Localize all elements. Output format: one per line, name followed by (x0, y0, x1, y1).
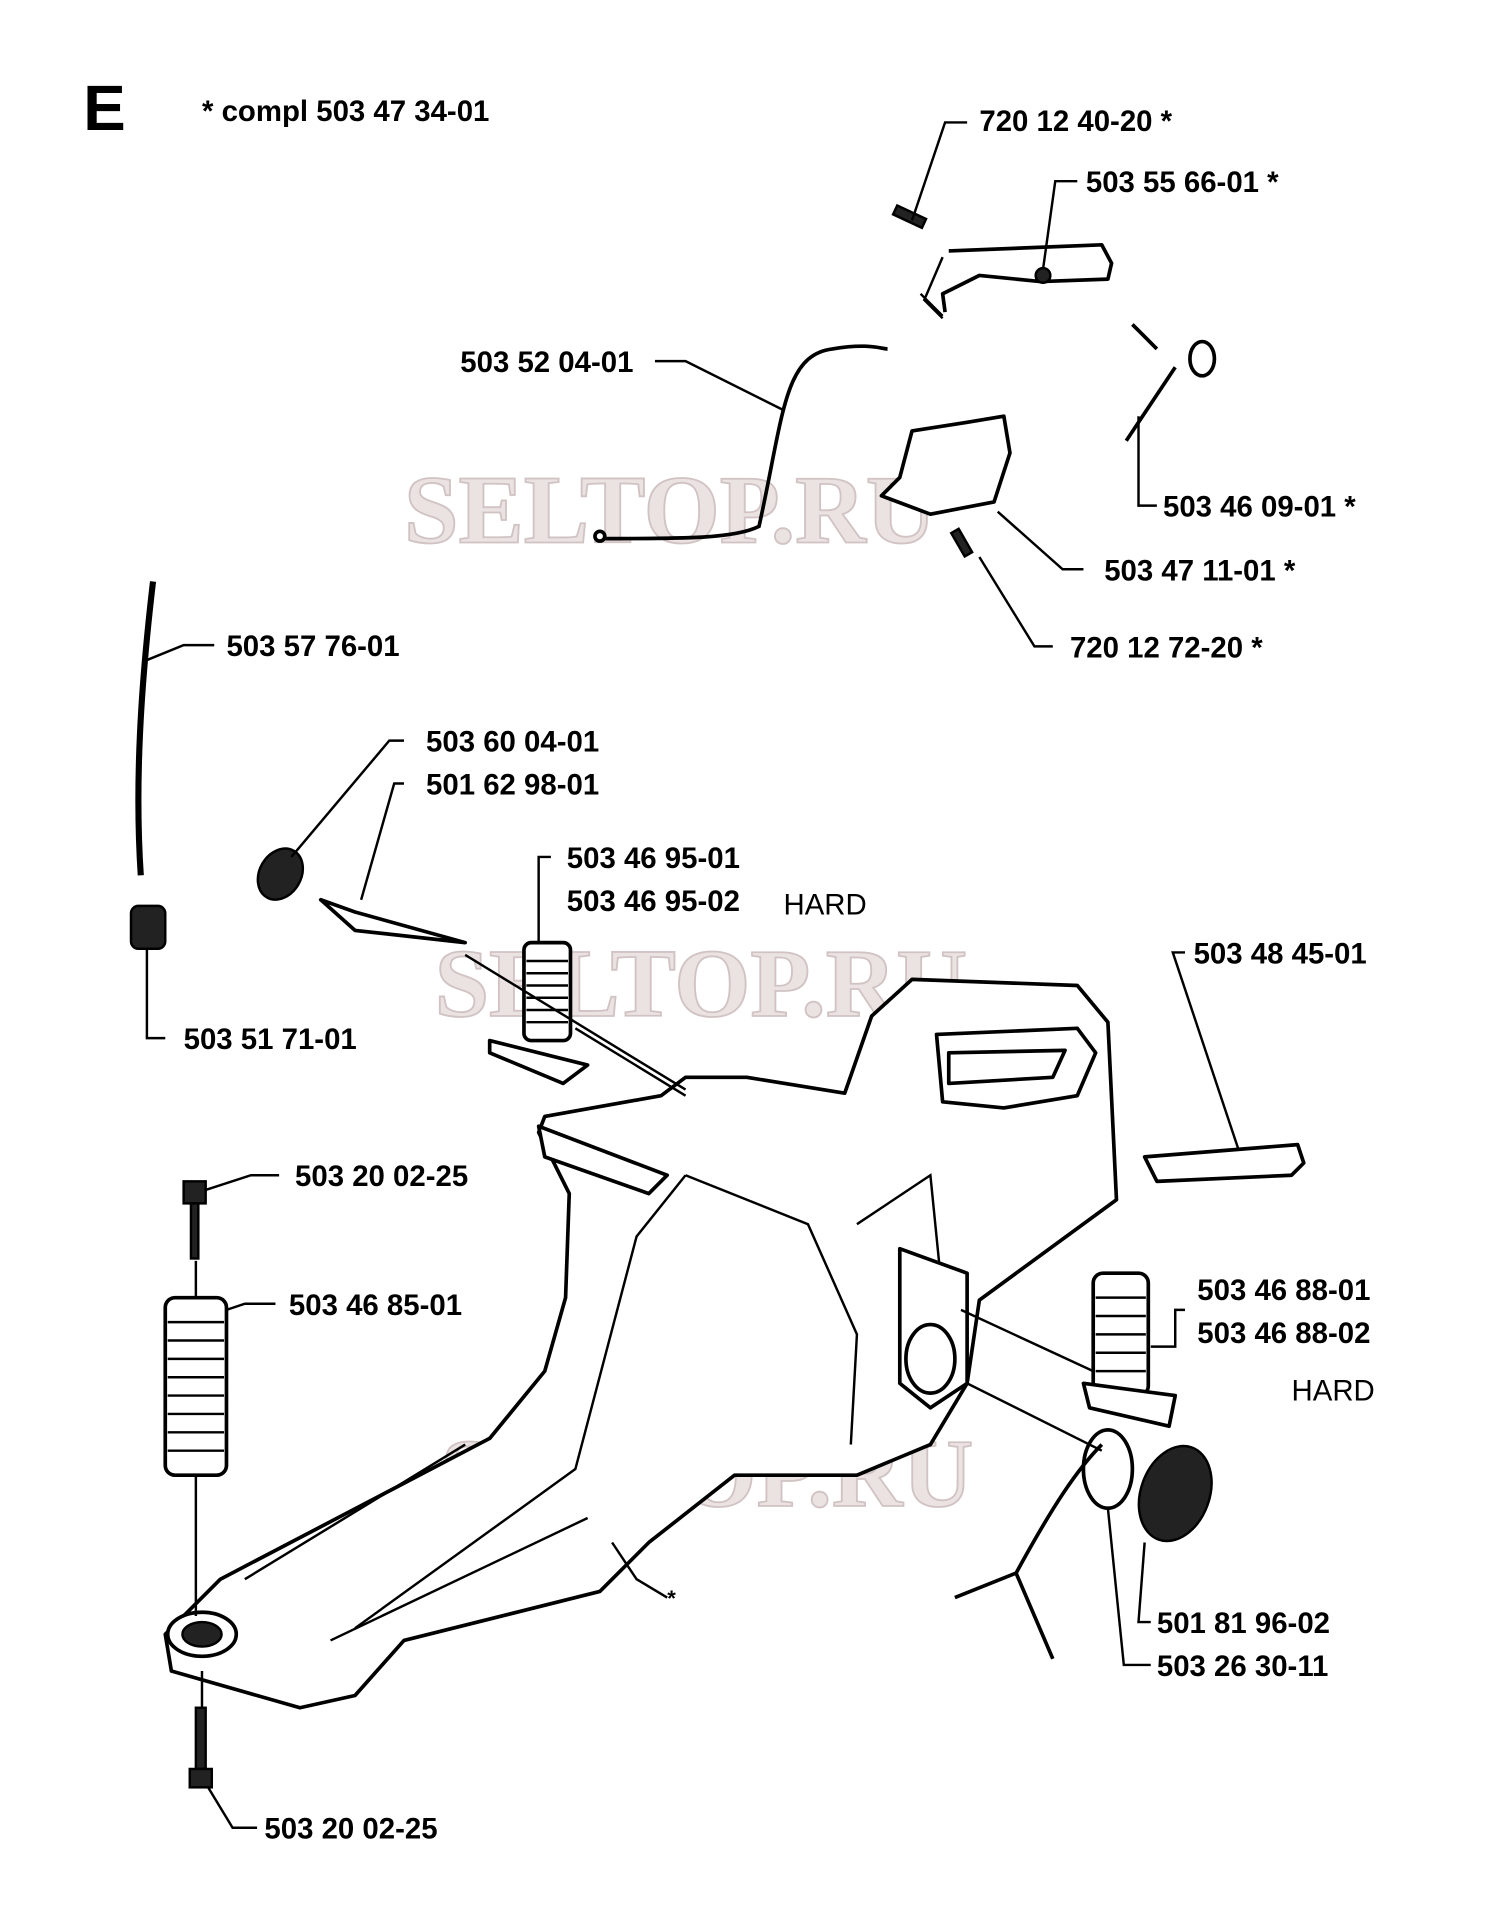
fuel-filter-part (129, 904, 167, 950)
screw-top-part (182, 1180, 207, 1260)
part-label[interactable]: 503 46 95-02 (567, 885, 740, 918)
watermark: SELTOP.RU (404, 456, 937, 564)
part-label[interactable]: 503 48 45-01 (1194, 937, 1367, 970)
av-spring-top-part (487, 940, 590, 1086)
part-label[interactable]: 503 55 66-01 * (1086, 166, 1279, 199)
part-label[interactable]: 503 26 30-11 (1157, 1650, 1329, 1683)
section-letter: E (83, 73, 125, 144)
part-label[interactable]: 503 47 11-01 * (1104, 554, 1296, 587)
part-label[interactable]: 503 52 04-01 (460, 346, 633, 379)
grip-cover-part (1142, 1142, 1306, 1184)
part-label[interactable]: 503 46 88-01 (1197, 1274, 1370, 1307)
tank-vent-part (318, 897, 468, 945)
part-label[interactable]: 503 46 88-02 (1197, 1317, 1370, 1350)
assembly-note: * compl 503 47 34-01 (202, 95, 489, 128)
fuel-hose-part (135, 581, 157, 876)
screw-bottom-part (188, 1706, 214, 1789)
throttle-trigger-part (940, 243, 1114, 313)
av-spring-right-part (1081, 1271, 1178, 1429)
hard-note: HARD (783, 888, 866, 921)
part-label[interactable]: 503 20 02-25 (264, 1813, 437, 1846)
av-spring-left-part (163, 1295, 229, 1477)
part-label[interactable]: 501 81 96-02 (1157, 1607, 1330, 1640)
throttle-cable-part (599, 344, 888, 541)
hard-note: HARD (1292, 1374, 1375, 1407)
part-label[interactable]: 503 46 85-01 (289, 1289, 462, 1322)
pin-icon (891, 203, 928, 230)
part-label[interactable]: 720 12 72-20 * (1070, 631, 1263, 664)
part-label[interactable]: 501 62 98-01 (426, 769, 599, 802)
filter-cap-part (256, 847, 305, 901)
housing-star-label: * (667, 1586, 676, 1611)
part-label[interactable]: 503 51 71-01 (184, 1023, 357, 1056)
part-label[interactable]: 720 12 40-20 * (979, 105, 1172, 138)
part-label[interactable]: 503 57 76-01 (226, 630, 399, 663)
part-label[interactable]: 503 20 02-25 (295, 1160, 468, 1193)
spring-part (1124, 323, 1177, 442)
part-label[interactable]: 503 46 09-01 * (1163, 491, 1356, 524)
part-label[interactable]: 503 46 95-01 (567, 842, 740, 875)
trigger-lockout-part (879, 414, 1012, 517)
tank-cap-part (1137, 1444, 1213, 1543)
part-label[interactable]: 503 60 04-01 (426, 726, 599, 759)
o-ring-part (1081, 1428, 1135, 1511)
rear-handle-housing (163, 977, 1119, 1710)
